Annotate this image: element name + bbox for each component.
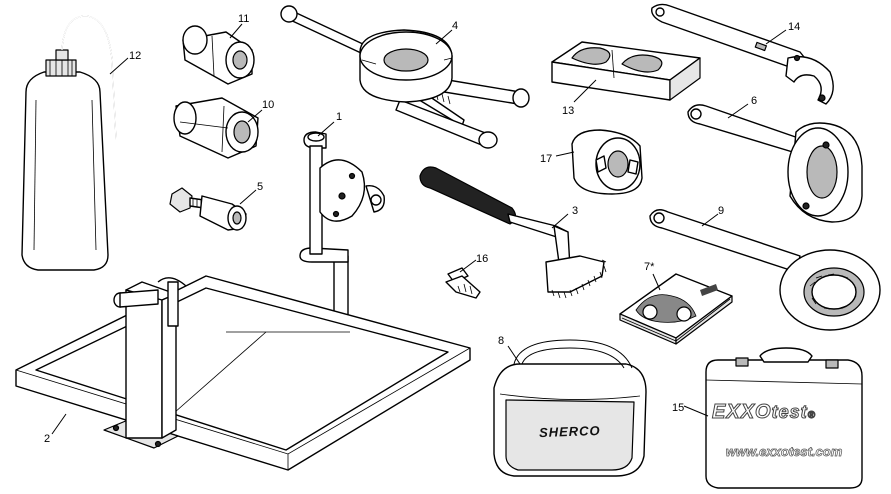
part-5-puller-bolt <box>169 187 247 231</box>
part-10-bushing <box>173 97 259 159</box>
case-logo-test: test <box>772 402 808 422</box>
part-12-wash-bottle <box>21 15 117 271</box>
part-15-tool-case: EXXOtest® www.exxotest.com <box>705 347 863 489</box>
callout-5: 5 <box>257 181 263 193</box>
callout-3: 3 <box>572 205 578 217</box>
callout-6: 6 <box>751 95 757 107</box>
callout-15: 15 <box>672 402 684 414</box>
callout-4: 4 <box>452 20 458 32</box>
part-7-manual-book <box>619 273 733 345</box>
callout-17: 17 <box>540 153 552 165</box>
callout-1: 1 <box>336 111 342 123</box>
part-1-engine-stand <box>299 131 385 341</box>
callout-12: 12 <box>129 50 141 62</box>
case-logo: EXXOtest® <box>712 401 816 423</box>
callout-14: 14 <box>788 21 800 33</box>
part-17-nut-socket <box>571 129 643 195</box>
part-2-drip-tray <box>15 275 471 471</box>
callout-8: 8 <box>498 335 504 347</box>
callout-9: 9 <box>718 205 724 217</box>
part-11-sleeve <box>182 25 255 85</box>
part-16-small-fitting <box>445 267 481 299</box>
part-3-handle-tool <box>419 166 607 299</box>
case-url: www.exxotest.com <box>726 444 843 459</box>
callout-10: 10 <box>262 99 274 111</box>
callout-labels: 1 2 3 4 5 6 7* 8 9 10 11 12 13 14 15 16 … <box>44 13 800 445</box>
case-logo-exxo: EXXO <box>712 401 772 423</box>
callout-2: 2 <box>44 433 50 445</box>
part-8-tool-bag: SHERCO <box>493 339 647 477</box>
callout-13: 13 <box>562 105 574 117</box>
callout-7: 7* <box>644 261 655 273</box>
part-13-holding-block <box>551 41 701 101</box>
callout-16: 16 <box>476 253 488 265</box>
callout-11: 11 <box>238 13 249 25</box>
part-6-hook-wrench <box>687 104 863 223</box>
part-14-pin-wrench <box>651 3 834 105</box>
part-4-holder-tool <box>280 5 530 149</box>
case-logo-mark: ® <box>808 410 816 421</box>
leader-lines <box>51 23 787 435</box>
part-9-ring-spanner <box>649 209 881 331</box>
bag-logo: SHERCO <box>539 423 601 440</box>
